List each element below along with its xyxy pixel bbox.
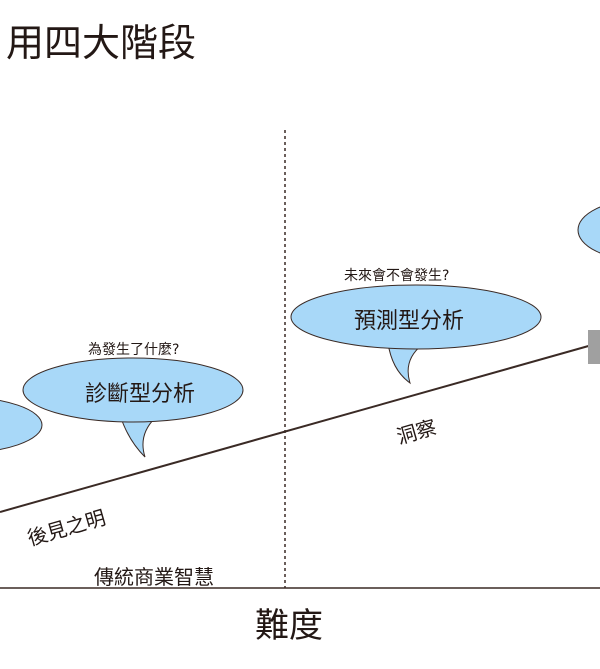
page-title: 用四大階段: [6, 21, 197, 65]
progress-line: [0, 344, 593, 513]
diagnostic-bubble: [22, 357, 244, 458]
prescriptive-bubble: [577, 206, 600, 254]
arrow-box: [588, 330, 600, 364]
difficulty-label: 難度: [255, 606, 323, 646]
predictive-bubble: [290, 284, 542, 385]
descriptive-bubble: [0, 400, 43, 450]
predictive-question: 未來會不會發生?: [344, 268, 450, 284]
traditional-bi-label: 傳統商業智慧: [94, 565, 214, 589]
diagnostic-label: 診斷型分析: [85, 382, 196, 407]
predictive-label: 預測型分析: [354, 309, 465, 334]
diagnostic-question: 為發生了什麼?: [88, 342, 180, 358]
